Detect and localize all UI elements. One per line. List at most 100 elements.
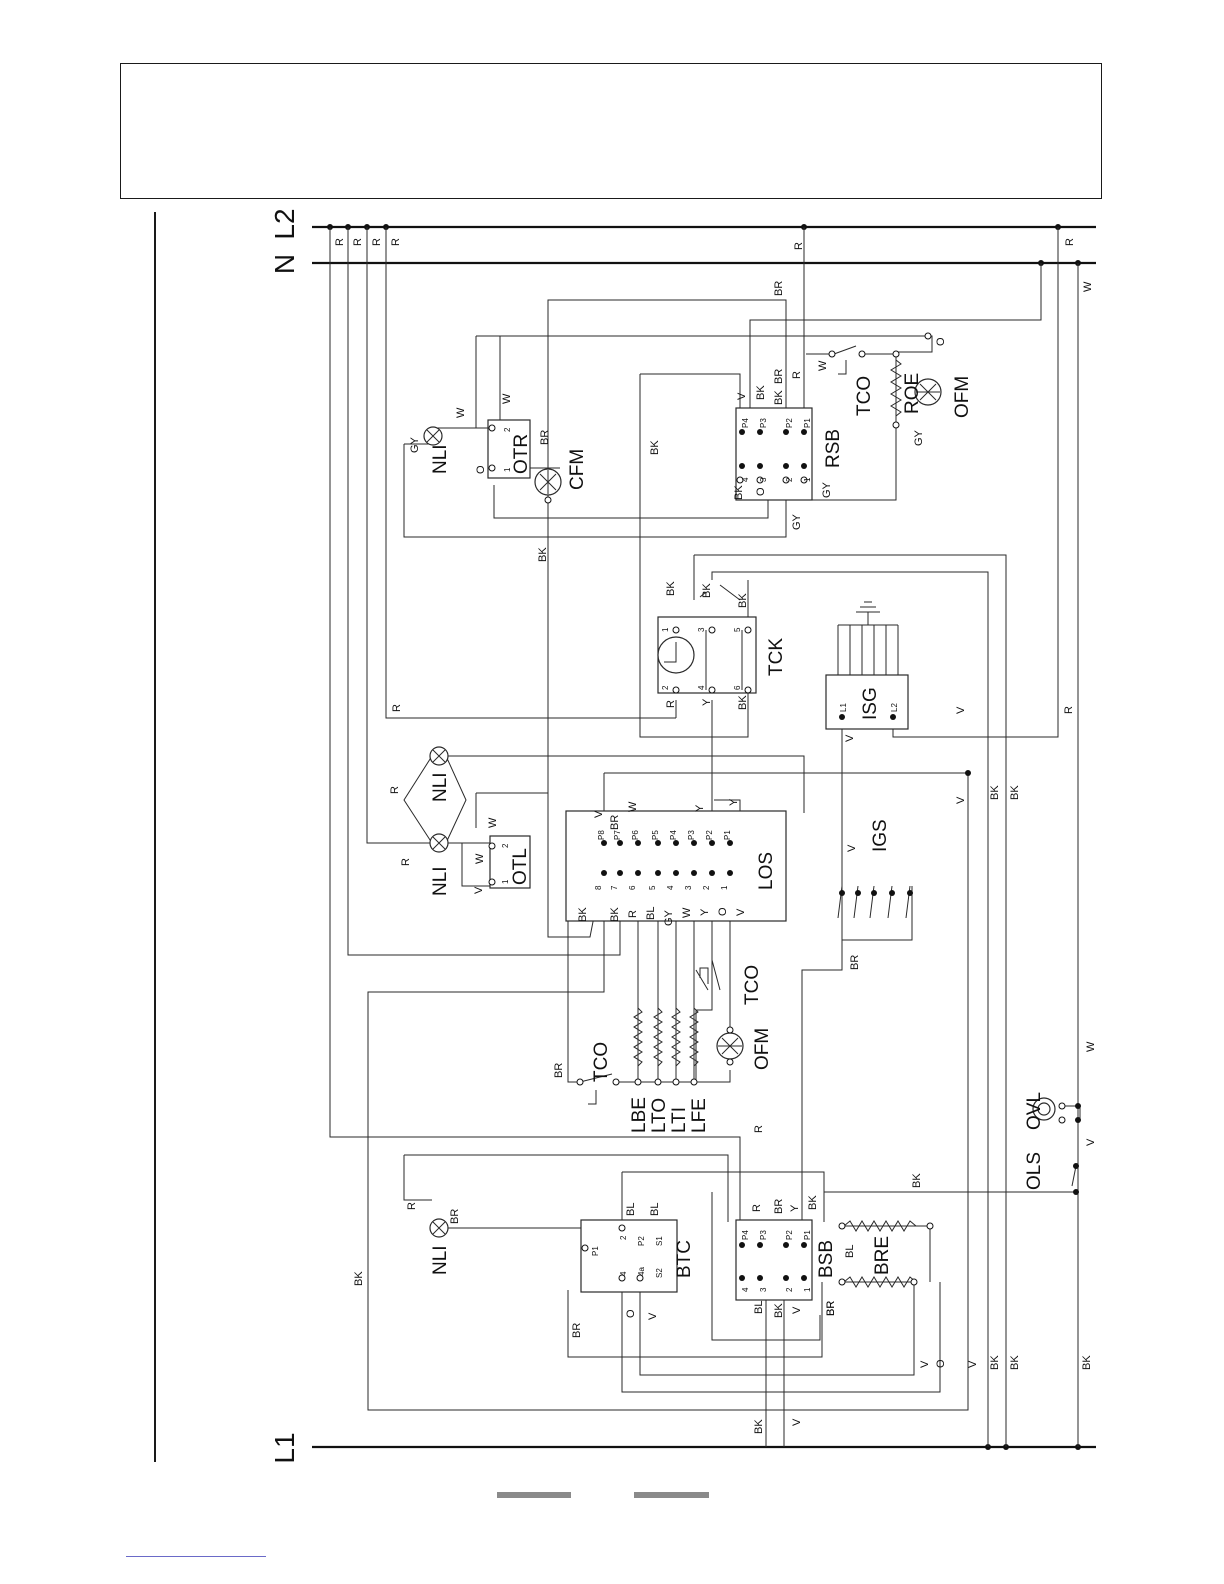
svg-text:R: R xyxy=(627,910,639,918)
svg-text:R: R xyxy=(791,371,803,379)
svg-text:L2: L2 xyxy=(890,703,899,712)
svg-text:BR: BR xyxy=(449,1209,461,1224)
svg-text:V: V xyxy=(791,1306,803,1314)
svg-text:P3: P3 xyxy=(687,830,696,840)
svg-text:GY: GY xyxy=(791,513,803,530)
label-los: LOS xyxy=(756,852,777,890)
svg-text:2: 2 xyxy=(702,885,711,890)
svg-text:O: O xyxy=(935,1359,947,1368)
label-nli-btc: NLI xyxy=(430,1245,451,1275)
label-lti: LTI xyxy=(669,1107,690,1133)
svg-text:BR: BR xyxy=(539,430,551,445)
svg-text:BK: BK xyxy=(773,390,785,405)
svg-text:V: V xyxy=(967,1360,979,1368)
terminals xyxy=(488,332,1081,1286)
svg-text:P4: P4 xyxy=(741,418,750,428)
svg-text:P2: P2 xyxy=(785,1230,794,1240)
label-btc: BTC xyxy=(674,1240,695,1278)
svg-text:1: 1 xyxy=(803,477,812,482)
header-box xyxy=(120,63,1102,199)
svg-text:BK: BK xyxy=(737,593,749,608)
svg-text:S2: S2 xyxy=(655,1268,664,1278)
svg-text:O: O xyxy=(625,1309,637,1318)
svg-text:V: V xyxy=(955,796,967,804)
svg-text:R: R xyxy=(391,704,403,712)
svg-text:BR: BR xyxy=(609,815,621,830)
svg-text:2: 2 xyxy=(661,685,670,690)
svg-text:6: 6 xyxy=(628,885,637,890)
label-roe: ROE xyxy=(902,373,923,414)
svg-text:BK: BK xyxy=(665,581,677,596)
footer-link-line xyxy=(126,1556,266,1557)
label-ols: OLS xyxy=(1024,1152,1045,1190)
svg-text:V: V xyxy=(919,1360,931,1368)
svg-text:R: R xyxy=(334,238,346,246)
svg-text:V: V xyxy=(473,886,485,894)
svg-text:V: V xyxy=(736,392,748,400)
svg-text:BK: BK xyxy=(911,1173,923,1188)
pin-labels: 1 2 P4 P3 P2 P1 4 3 2 1 1 3 5 2 4 6 L1 L… xyxy=(501,418,899,1292)
svg-text:V: V xyxy=(955,706,967,714)
svg-text:3: 3 xyxy=(759,477,768,482)
label-lfe: LFE xyxy=(689,1098,710,1133)
symbols xyxy=(423,345,1077,1288)
svg-text:1: 1 xyxy=(661,627,670,632)
svg-text:BR: BR xyxy=(773,281,785,296)
label-nli-mid: NLI xyxy=(430,772,451,802)
svg-text:BL: BL xyxy=(649,1203,661,1216)
svg-text:P2: P2 xyxy=(705,830,714,840)
wire-labels: R R R R R R W BR W GY W O BR BK V BK BR … xyxy=(334,238,1097,1434)
left-margin-rule xyxy=(154,212,156,1462)
svg-text:W: W xyxy=(627,801,639,812)
svg-text:4: 4 xyxy=(619,1271,628,1276)
svg-text:P2: P2 xyxy=(785,418,794,428)
svg-text:Y: Y xyxy=(701,698,713,706)
svg-text:BR: BR xyxy=(553,1063,565,1078)
svg-text:BK: BK xyxy=(755,385,767,400)
label-tco-low: TCO xyxy=(591,1042,612,1082)
svg-text:Y: Y xyxy=(694,804,706,812)
label-lbe: LBE xyxy=(629,1097,650,1133)
label-bsb: BSB xyxy=(816,1240,837,1278)
label-nli-otr: NLI xyxy=(430,444,451,474)
footer-bar-right xyxy=(634,1492,709,1498)
svg-text:R: R xyxy=(400,858,412,866)
svg-text:BR: BR xyxy=(849,955,861,970)
svg-text:BK: BK xyxy=(1009,785,1021,800)
svg-text:BR: BR xyxy=(773,1199,785,1214)
svg-text:P1: P1 xyxy=(591,1246,600,1256)
svg-text:W: W xyxy=(1082,281,1094,292)
svg-text:BK: BK xyxy=(537,547,549,562)
svg-text:BL: BL xyxy=(844,1245,856,1258)
svg-text:W: W xyxy=(1085,1041,1097,1052)
svg-text:1: 1 xyxy=(501,879,510,884)
svg-text:4: 4 xyxy=(697,685,706,690)
svg-text:BK: BK xyxy=(733,485,745,500)
label-igs: IGS xyxy=(870,819,891,852)
label-nli-otl: NLI xyxy=(430,866,451,896)
svg-text:R: R xyxy=(1063,706,1075,714)
svg-text:BK: BK xyxy=(577,907,589,922)
svg-text:P5: P5 xyxy=(651,830,660,840)
svg-text:BK: BK xyxy=(649,440,661,455)
label-rsb: RSB xyxy=(823,429,844,468)
svg-text:2: 2 xyxy=(501,843,510,848)
svg-text:1: 1 xyxy=(803,1287,812,1292)
label-isg: ISG xyxy=(860,687,881,720)
svg-text:BK: BK xyxy=(609,907,621,922)
svg-text:R: R xyxy=(389,786,401,794)
svg-text:2: 2 xyxy=(503,427,512,432)
svg-text:1: 1 xyxy=(503,467,512,472)
svg-text:O: O xyxy=(717,907,729,916)
component-boxes xyxy=(487,407,909,1301)
svg-text:P3: P3 xyxy=(759,418,768,428)
svg-text:BL: BL xyxy=(645,907,657,920)
svg-text:4: 4 xyxy=(741,477,750,482)
svg-text:2: 2 xyxy=(619,1235,628,1240)
svg-text:V: V xyxy=(846,844,858,852)
svg-text:2: 2 xyxy=(785,1287,794,1292)
svg-text:W: W xyxy=(455,407,467,418)
svg-text:BK: BK xyxy=(1081,1355,1093,1370)
svg-text:BK: BK xyxy=(807,1195,819,1210)
